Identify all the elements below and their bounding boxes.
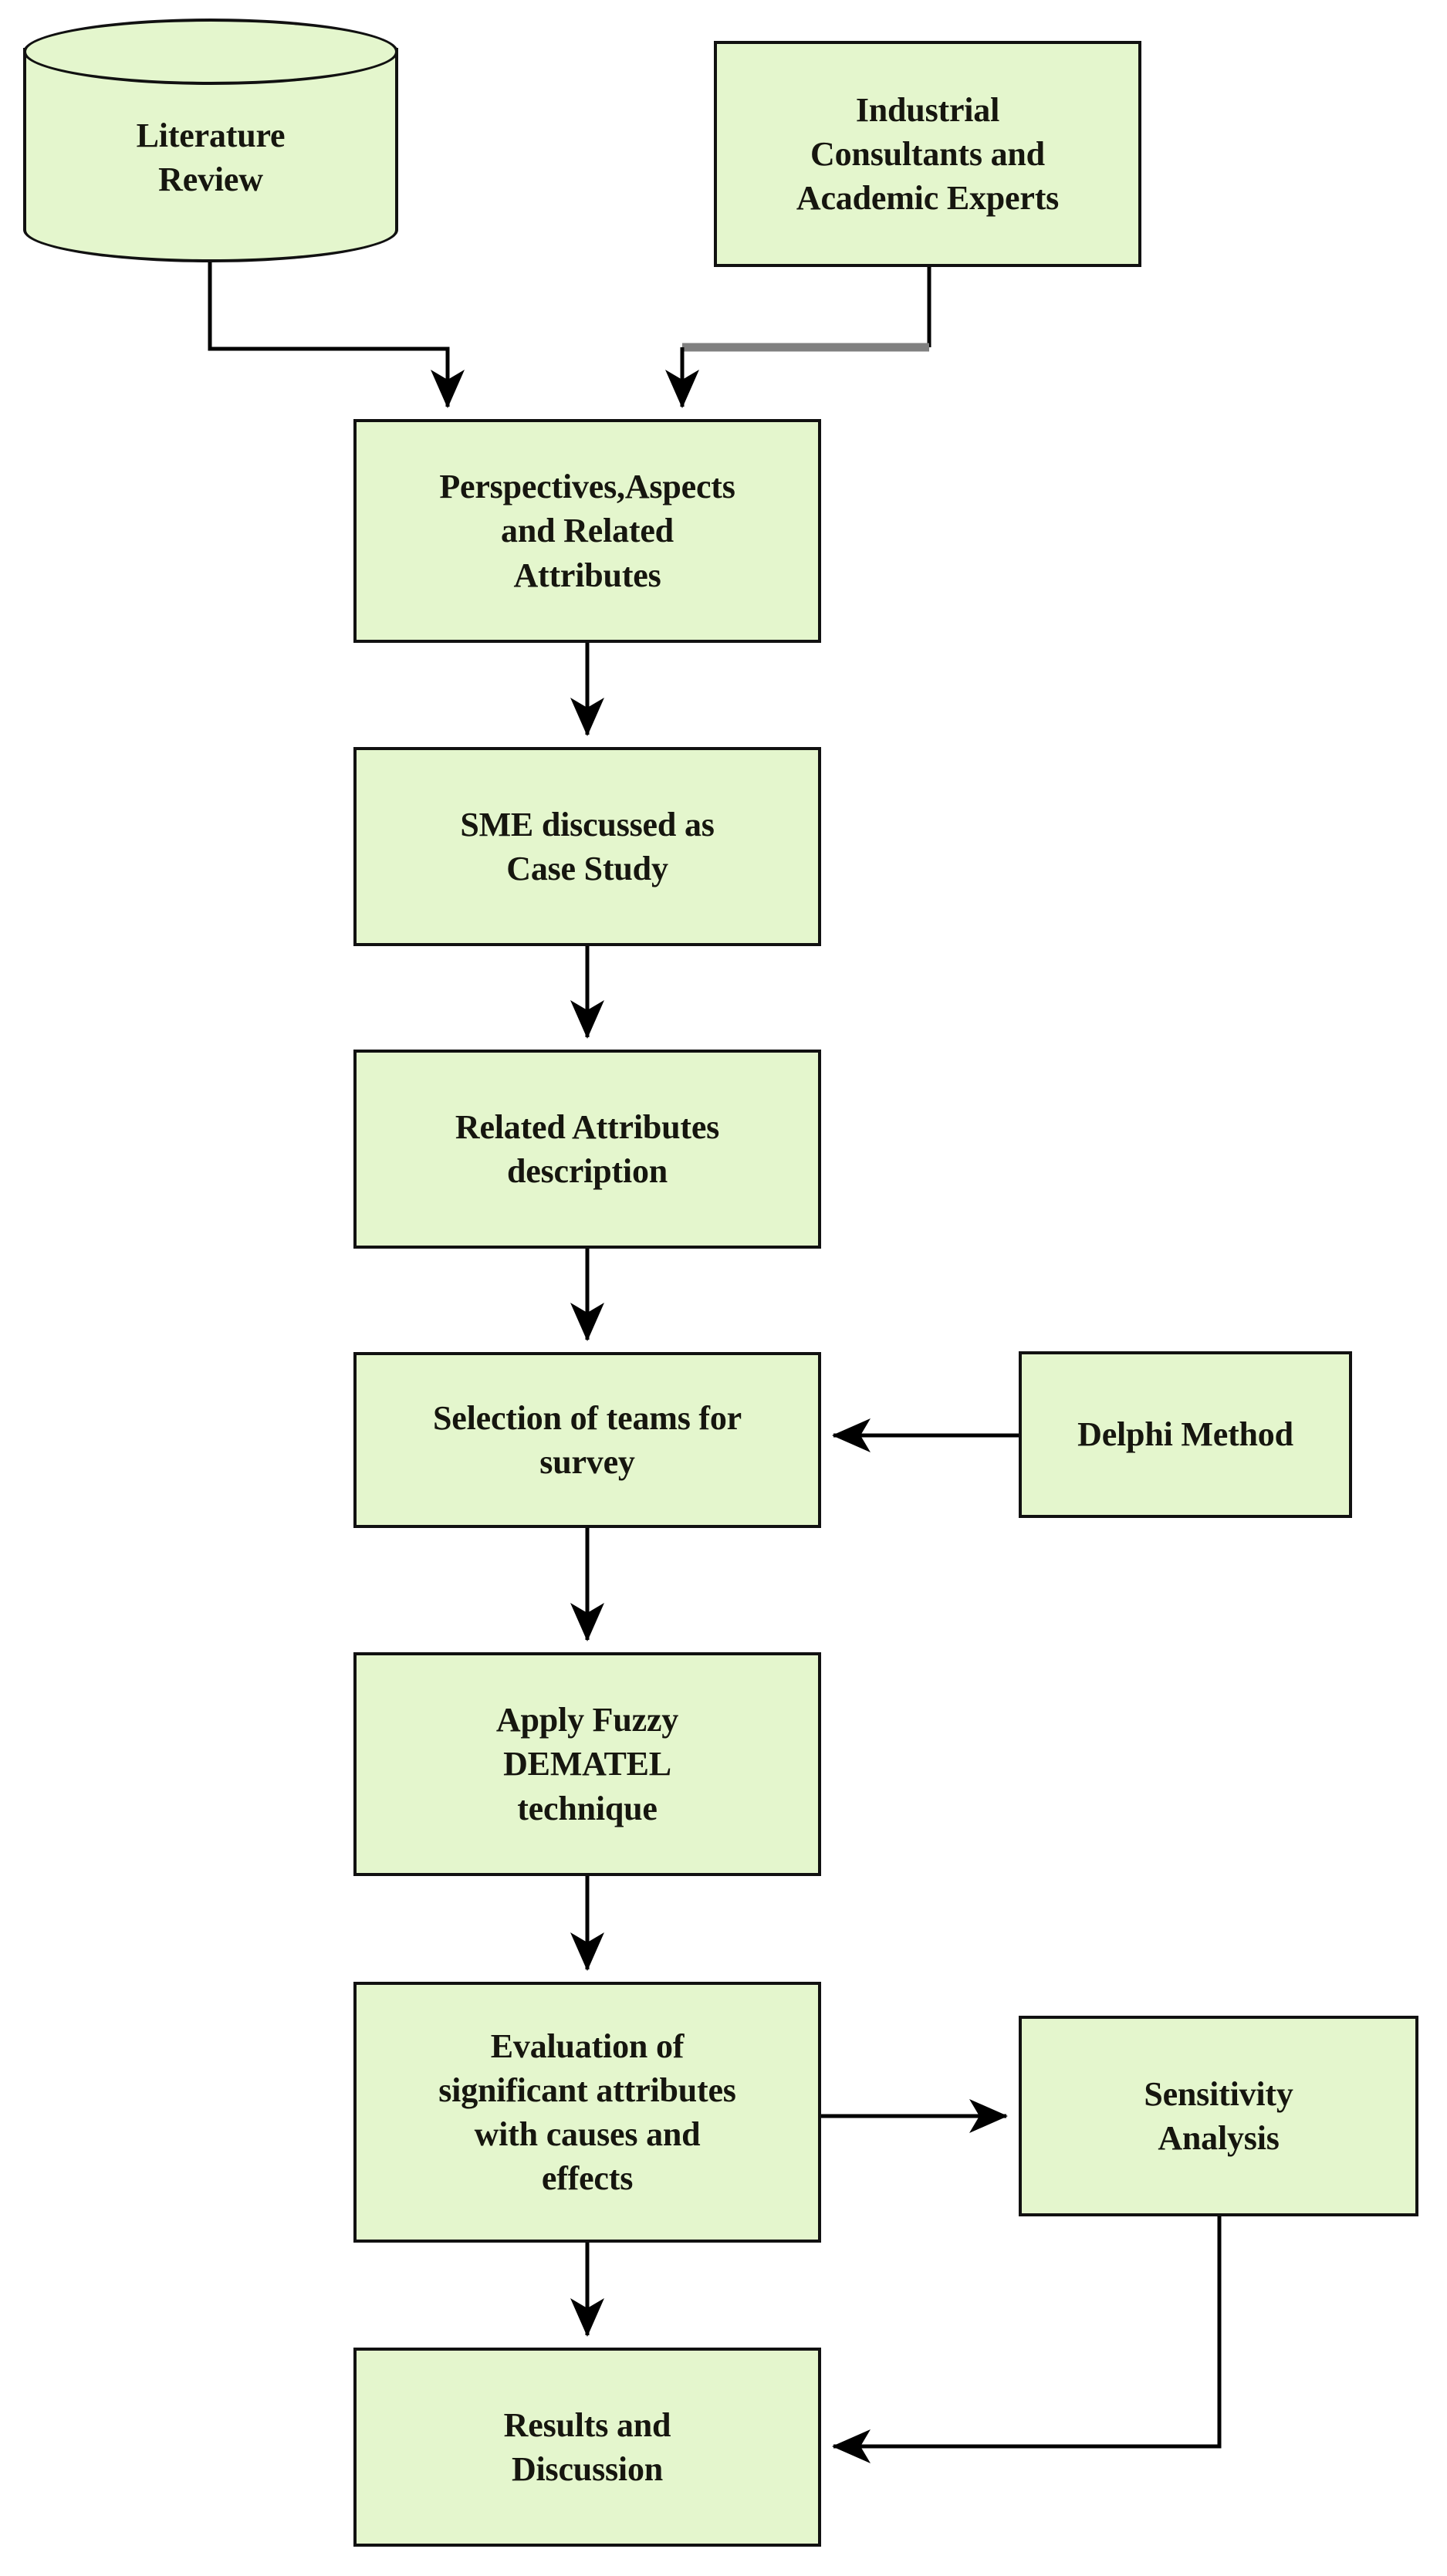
edge-consultants-to-perspectives — [665, 267, 931, 408]
node-apply-fuzzy-dematel[interactable]: Apply Fuzzy DEMATEL technique — [353, 1652, 821, 1876]
edge-sensitivity-to-results — [832, 2216, 1222, 2463]
node-label-industrial-consultants: Industrial Consultants and Academic Expe… — [796, 90, 1060, 218]
node-selection-of-teams[interactable]: Selection of teams for survey — [353, 1352, 821, 1528]
node-literature-review[interactable]: Literature Review — [23, 19, 398, 262]
node-label-related-attributes-description: Related Attributes description — [455, 1107, 720, 1190]
cylinder-top-ellipse — [23, 19, 398, 85]
node-sme-case-study[interactable]: SME discussed as Case Study — [353, 747, 821, 946]
node-industrial-consultants[interactable]: Industrial Consultants and Academic Expe… — [714, 41, 1141, 267]
node-perspectives-aspects[interactable]: Perspectives,Aspects and Related Attribu… — [353, 419, 821, 643]
node-label-sensitivity-analysis: Sensitivity Analysis — [1144, 2074, 1293, 2157]
node-label-results-and-discussion: Results and Discussion — [503, 2405, 671, 2488]
node-label-apply-fuzzy-dematel: Apply Fuzzy DEMATEL technique — [495, 1701, 679, 1827]
node-sensitivity-analysis[interactable]: Sensitivity Analysis — [1019, 2016, 1418, 2216]
edge-literature-to-perspectives — [208, 262, 465, 408]
node-label-evaluation-of-attributes: Evaluation of significant attributes wit… — [438, 2027, 736, 2198]
node-delphi-method[interactable]: Delphi Method — [1019, 1351, 1352, 1518]
cylinder-body-shape — [23, 48, 398, 262]
node-label-literature-review: Literature Review — [136, 116, 286, 198]
node-label-sme-case-study: SME discussed as Case Study — [460, 805, 715, 887]
node-label-delphi-method: Delphi Method — [1077, 1415, 1293, 1454]
node-results-and-discussion[interactable]: Results and Discussion — [353, 2348, 821, 2547]
node-related-attributes-description[interactable]: Related Attributes description — [353, 1050, 821, 1249]
node-label-selection-of-teams: Selection of teams for survey — [432, 1398, 742, 1481]
node-evaluation-of-attributes[interactable]: Evaluation of significant attributes wit… — [353, 1982, 821, 2243]
node-label-perspectives-aspects: Perspectives,Aspects and Related Attribu… — [439, 468, 735, 594]
